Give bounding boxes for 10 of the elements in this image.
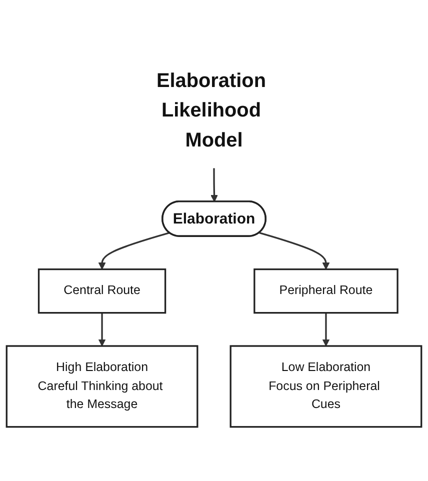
node-box: High Elaboration Careful Thinking about the Message bbox=[6, 345, 198, 428]
arrow bbox=[210, 168, 218, 202]
node-box: Central Route bbox=[38, 268, 166, 314]
arrow bbox=[259, 232, 330, 270]
node-text: Elaboration Likelihood Model bbox=[156, 70, 266, 152]
node-box: Peripheral Route bbox=[254, 268, 398, 314]
arrow bbox=[98, 313, 106, 347]
arrow bbox=[322, 313, 330, 347]
node-box: Low Elaboration Focus on Peripheral Cues bbox=[230, 345, 422, 428]
arrow bbox=[98, 232, 170, 270]
